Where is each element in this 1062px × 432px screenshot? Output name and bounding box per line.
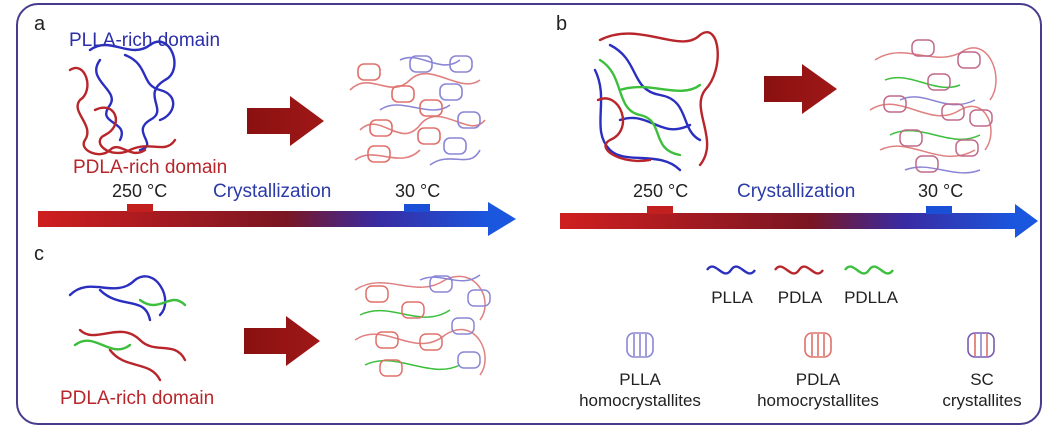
- legend-chain-pdla: [774, 265, 824, 275]
- temp-low-b: 30 °C: [918, 181, 964, 201]
- legend-label-plla: PLLA: [711, 288, 753, 307]
- pdla-domain-label-a: PDLA-rich domain: [73, 157, 228, 178]
- melt-chains-c: [68, 275, 187, 382]
- temp-marker-low-a: [404, 204, 430, 212]
- temp-marker-high-a: [127, 204, 153, 212]
- crystallized-c: [354, 274, 491, 377]
- temp-high-b: 250 °C: [633, 181, 689, 201]
- crystallized-a: [349, 55, 486, 166]
- process-arrow-b: [764, 64, 837, 114]
- temperature-bar-b: [560, 204, 1038, 238]
- figure-frame: [16, 3, 1042, 425]
- melt-chains-a: [68, 40, 177, 156]
- plla-domain-label-a: PLLA-rich domain: [69, 30, 221, 51]
- panel-letter-b: b: [556, 13, 568, 35]
- legend-crystallite-pdla-line1: PDLA: [795, 370, 841, 389]
- process-arrow-c: [244, 316, 320, 366]
- legend-crystallite-pdla-line2: homocrystallites: [757, 391, 879, 410]
- temp-high-a: 250 °C: [112, 181, 168, 201]
- legend-chain-plla: [706, 265, 756, 275]
- process-label-b: Crystallization: [737, 181, 856, 202]
- legend-crystallite-pdla: [804, 332, 832, 358]
- legend-crystallite-sc: [967, 332, 995, 358]
- process-arrow-a: [247, 96, 324, 146]
- process-label-a: Crystallization: [213, 181, 332, 202]
- legend-crystallite-plla-line2: homocrystallites: [579, 391, 701, 410]
- panel-letter-a: a: [34, 13, 46, 35]
- legend-label-pdla: PDLA: [777, 288, 823, 307]
- temp-low-a: 30 °C: [395, 181, 441, 201]
- crystallized-b: [869, 39, 997, 174]
- legend-crystallite-sc-line2: crystallites: [942, 391, 1022, 410]
- legend-chain-pdlla: [844, 265, 894, 275]
- panel-letter-c: c: [34, 243, 44, 265]
- legend-crystallite-plla-line1: PLLA: [619, 370, 661, 389]
- temp-marker-low-b: [926, 206, 952, 214]
- temperature-bar-a: [38, 202, 516, 236]
- legend-crystallite-sc-line1: SC: [970, 370, 994, 389]
- pdla-domain-label-c: PDLA-rich domain: [60, 388, 215, 409]
- melt-chains-b: [593, 31, 719, 172]
- legend-crystallite-plla: [626, 332, 654, 358]
- legend-label-pdlla: PDLLA: [844, 288, 898, 307]
- temp-marker-high-b: [647, 206, 673, 214]
